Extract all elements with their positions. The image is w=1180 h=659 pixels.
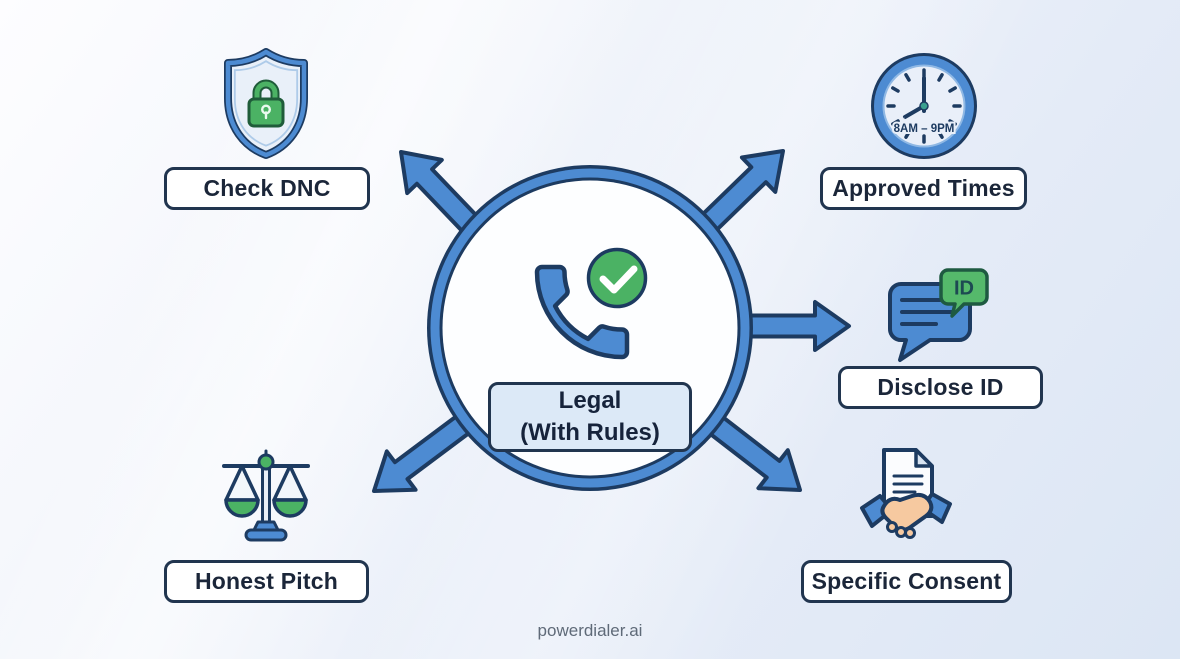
chat-text-lines bbox=[900, 298, 954, 326]
checkmark-icon bbox=[586, 247, 648, 309]
clock-icon: 8AM – 9PM bbox=[871, 53, 977, 159]
legal-line1: Legal bbox=[558, 387, 622, 415]
check-dnc-label: Check DNC bbox=[164, 167, 370, 210]
disclose-id-label: Disclose ID bbox=[838, 366, 1043, 409]
scales-icon bbox=[222, 449, 310, 542]
clock-ticks bbox=[886, 68, 962, 144]
document-fold-corner bbox=[914, 448, 934, 468]
approved-times-label-text: Approved Times bbox=[832, 175, 1015, 201]
scales-finial bbox=[257, 453, 275, 471]
chat-id-icon: ID bbox=[888, 268, 989, 362]
clasped-hands bbox=[880, 492, 934, 532]
document-handshake-icon bbox=[860, 448, 952, 539]
padlock-icon bbox=[247, 79, 285, 128]
scales-post bbox=[261, 464, 271, 526]
clock-hours-text: 8AM – 9PM bbox=[894, 123, 955, 135]
id-badge bbox=[939, 268, 989, 318]
phone-icon bbox=[534, 264, 630, 360]
shield-lock-icon bbox=[224, 48, 308, 159]
watermark: powerdialer.ai bbox=[537, 621, 643, 640]
disclose-id-label-text: Disclose ID bbox=[877, 374, 1004, 400]
document-text-lines bbox=[892, 474, 924, 494]
honest-pitch-label-text: Honest Pitch bbox=[195, 568, 338, 594]
specific-consent-label: Specific Consent bbox=[801, 560, 1012, 603]
check-dnc-label-text: Check DNC bbox=[203, 175, 331, 201]
approved-times-label: Approved Times bbox=[820, 167, 1027, 210]
legal-with-rules-label: Legal (With Rules) bbox=[488, 382, 692, 452]
honest-pitch-label: Honest Pitch bbox=[164, 560, 369, 603]
left-pan bbox=[224, 498, 260, 518]
right-pan bbox=[272, 498, 308, 518]
legal-line2: (With Rules) bbox=[520, 419, 660, 446]
finger-knuckles bbox=[886, 521, 916, 539]
id-badge-text: ID bbox=[954, 278, 974, 300]
specific-consent-label-text: Specific Consent bbox=[811, 568, 1002, 594]
scales-base bbox=[244, 528, 288, 542]
